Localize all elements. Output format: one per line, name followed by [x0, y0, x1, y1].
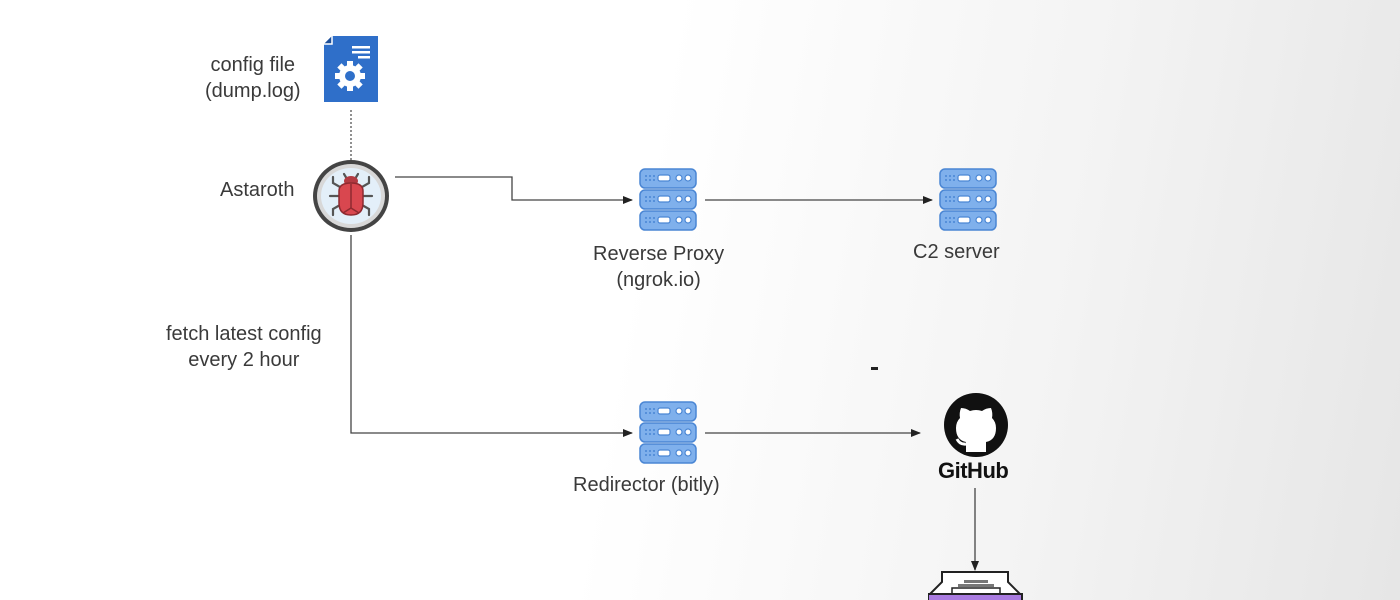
fetch-config-edge-label: fetch latest config every 2 hour: [166, 321, 322, 373]
config-file-label-line2: (dump.log): [205, 80, 301, 102]
server-icon[interactable]: [638, 168, 698, 232]
fetch-config-label-line1: fetch latest config: [166, 323, 322, 345]
server-icon[interactable]: [938, 168, 998, 232]
config-file-label-line1: config file: [210, 54, 296, 76]
image-tray-icon[interactable]: [928, 570, 1024, 600]
edge-astaroth-to-redirector: [350, 235, 633, 437]
astaroth-label: Astaroth: [220, 179, 295, 201]
config-file-label: config file (dump.log): [205, 52, 301, 104]
c2-server-label: C2 server: [913, 241, 1000, 263]
github-icon[interactable]: [940, 392, 1012, 458]
config-file-gear-icon[interactable]: [322, 36, 380, 104]
fetch-config-label-line2: every 2 hour: [188, 349, 300, 371]
redirector-label: Redirector (bitly): [573, 474, 720, 496]
reverse-proxy-label: Reverse Proxy (ngrok.io): [593, 241, 724, 293]
stray-mark: [871, 367, 878, 370]
github-label: GitHub: [938, 458, 1009, 483]
reverse-proxy-label-line2: (ngrok.io): [616, 269, 701, 291]
edge-astaroth-to-proxy: [395, 176, 633, 204]
reverse-proxy-label-line1: Reverse Proxy: [593, 243, 725, 265]
server-icon[interactable]: [638, 401, 698, 465]
bug-icon[interactable]: [310, 157, 392, 235]
